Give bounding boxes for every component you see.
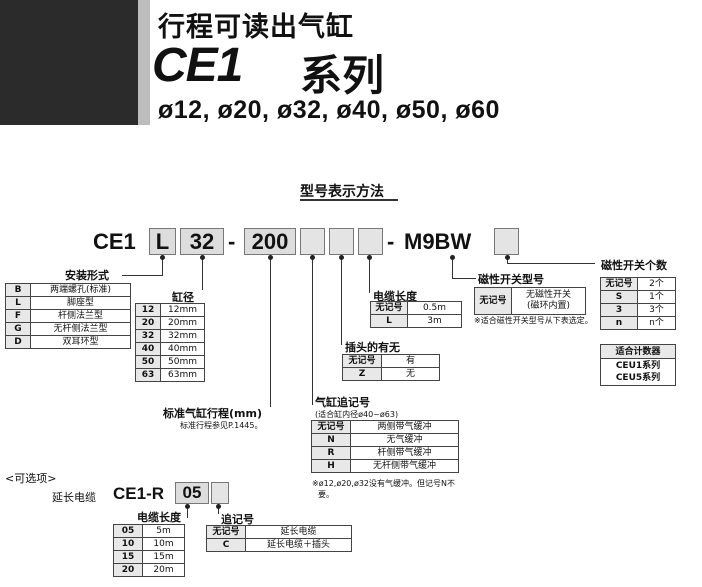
code-suffix-box bbox=[300, 228, 325, 255]
option-heading: <可选项> bbox=[5, 472, 57, 485]
table-row: 无记号 无磁性开关(磁环内置) bbox=[474, 287, 586, 315]
option-code: CE1-R bbox=[113, 484, 165, 503]
table-row: 无记号有 bbox=[342, 354, 440, 368]
stroke-note: 标准行程参见P.1445。 bbox=[180, 421, 263, 430]
series-label: 系列 bbox=[300, 51, 385, 100]
series-code: CE1 bbox=[152, 39, 243, 92]
table-row: 适合计数器 bbox=[600, 344, 676, 359]
option-suffix-box bbox=[211, 482, 229, 504]
leader-suffix bbox=[312, 255, 313, 405]
option-label: 延长电缆 bbox=[52, 491, 96, 504]
code-mount-box: L bbox=[149, 228, 176, 255]
switch-model-label: 磁性开关型号 bbox=[478, 273, 544, 286]
leader-cable bbox=[369, 255, 370, 293]
suffix-note-1: ※ø12,ø20,ø32没有气缓冲。但记号N不 bbox=[312, 479, 455, 488]
leader-stroke bbox=[270, 255, 271, 407]
option-suffix-label: 追记号 bbox=[221, 513, 254, 526]
leader-switch-model bbox=[452, 255, 453, 278]
suffix-label: 气缸追记号 bbox=[315, 396, 370, 409]
mount-type-label: 安装形式 bbox=[65, 269, 109, 282]
stroke-label: 标准气缸行程(mm) bbox=[163, 407, 262, 420]
cable-length-label: 电缆长度 bbox=[373, 290, 417, 303]
code-prefix: CE1 bbox=[93, 229, 136, 254]
table-row: 无记号两侧带气缓冲 bbox=[311, 420, 459, 434]
code-stroke-box: 200 bbox=[244, 228, 296, 255]
bore-size-label: 缸径 bbox=[172, 291, 194, 304]
switch-count-label: 磁性开关个数 bbox=[601, 259, 667, 272]
leader-connector bbox=[341, 255, 342, 345]
section-title: 型号表示方法 bbox=[300, 184, 384, 200]
code-switch: M9BW bbox=[404, 229, 472, 254]
suffix-note-2: 要。 bbox=[318, 490, 334, 499]
leader-mount bbox=[162, 255, 163, 275]
leader-option-suffix bbox=[218, 504, 219, 514]
connector-label: 插头的有无 bbox=[345, 341, 400, 354]
code-cable-box bbox=[358, 228, 383, 255]
code-switch-count-box bbox=[494, 228, 519, 255]
code-bore-box: 32 bbox=[180, 228, 224, 255]
code-dash-1: - bbox=[228, 229, 236, 254]
header-bar bbox=[0, 0, 150, 125]
suffix-sub: (适合缸内径ø40~ø63) bbox=[315, 410, 399, 419]
table-row: 无记号延长电缆 bbox=[206, 525, 352, 539]
switch-model-note: ※适合磁性开关型号从下表选定。 bbox=[474, 316, 593, 325]
switch-model-table: 无记号 无磁性开关(磁环内置) bbox=[474, 287, 586, 315]
option-length-box: 05 bbox=[175, 482, 209, 504]
bore-list: ø12, ø20, ø32, ø40, ø50, ø60 bbox=[158, 96, 500, 124]
code-connector-box bbox=[329, 228, 354, 255]
product-title: 行程可读出气缸 bbox=[158, 12, 354, 43]
leader-bore bbox=[202, 255, 203, 290]
option-length-label: 电缆长度 bbox=[137, 511, 181, 524]
section-underline bbox=[300, 199, 398, 201]
code-dash-2: - bbox=[387, 229, 395, 254]
leader-option-length bbox=[187, 504, 188, 518]
